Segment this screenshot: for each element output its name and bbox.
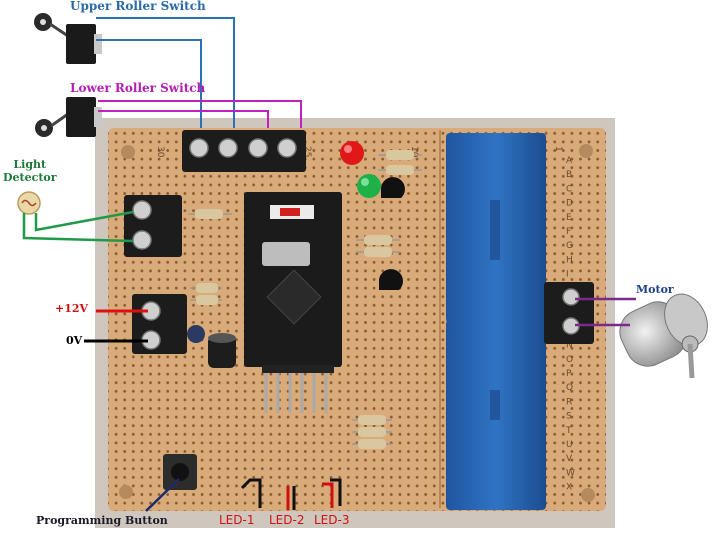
motor-label: Motor <box>636 283 674 296</box>
row-letter: E <box>566 213 572 223</box>
row-letter: Q <box>566 383 573 393</box>
upper-switch-wires <box>96 17 235 128</box>
light-detector-wires <box>22 210 134 243</box>
lower-switch-wires <box>98 100 302 128</box>
row-letter: F <box>566 227 571 237</box>
row-letter: B <box>566 170 572 180</box>
capacitor <box>187 325 236 368</box>
row-letter: C <box>566 184 572 194</box>
relay-upper <box>446 133 546 323</box>
row-letter: P <box>566 369 572 379</box>
led-3-label: LED-3 <box>314 513 350 527</box>
led-wires <box>240 478 342 510</box>
col-number: 10 <box>409 146 419 158</box>
board-column-numbers: 30 25 10 1 <box>155 146 563 158</box>
motor-device <box>619 293 708 379</box>
upper-roller-switch-label: Upper Roller Switch <box>70 0 206 13</box>
programming-button-label: Programming Button <box>36 514 168 527</box>
red-led <box>340 141 364 165</box>
row-letter: I <box>566 270 569 280</box>
arduino-pro-mini <box>244 192 342 413</box>
row-letter: S <box>566 412 572 422</box>
lower-roller-switch-device <box>35 97 102 137</box>
transistor-2 <box>379 269 403 290</box>
col-number: 30 <box>155 146 165 158</box>
programming-button-pointer <box>145 478 180 512</box>
plus-12v-label: +12V <box>55 302 89 315</box>
led-2-label: LED-2 <box>269 513 305 527</box>
light-terminal-block <box>124 195 182 257</box>
power-terminal-block <box>132 294 187 354</box>
top-terminal-block <box>182 130 306 172</box>
row-letter: O <box>566 355 573 365</box>
light-detector-device <box>17 191 41 215</box>
row-letter: G <box>566 241 573 251</box>
col-number: 1 <box>553 146 563 152</box>
programming-button-device <box>163 454 197 490</box>
transistor-1 <box>381 177 405 198</box>
motor-wires <box>575 297 636 327</box>
lower-roller-switch-label: Lower Roller Switch <box>70 81 206 95</box>
light-detector-label-line1: Light <box>13 158 47 171</box>
light-detector-label: Light Detector <box>3 158 57 184</box>
row-letter: X <box>566 483 572 493</box>
row-letter: W <box>566 468 575 478</box>
row-letter: A <box>566 156 573 166</box>
row-letter: N <box>566 341 573 351</box>
col-number: 25 <box>302 146 312 157</box>
row-letter: U <box>566 440 573 450</box>
row-letter: H <box>566 255 573 265</box>
led-1-label: LED-1 <box>219 513 255 527</box>
row-letter: R <box>566 397 572 407</box>
light-detector-label-line2: Detector <box>3 171 57 184</box>
row-letter: T <box>565 426 572 436</box>
motor-terminal-block <box>544 282 594 344</box>
zero-v-label: 0V <box>66 334 83 347</box>
row-letter: V <box>566 454 573 464</box>
relay-lower <box>446 320 546 510</box>
upper-roller-switch-device <box>34 13 102 64</box>
resistors <box>188 150 422 449</box>
row-letter: D <box>566 199 573 209</box>
green-led <box>357 174 381 198</box>
